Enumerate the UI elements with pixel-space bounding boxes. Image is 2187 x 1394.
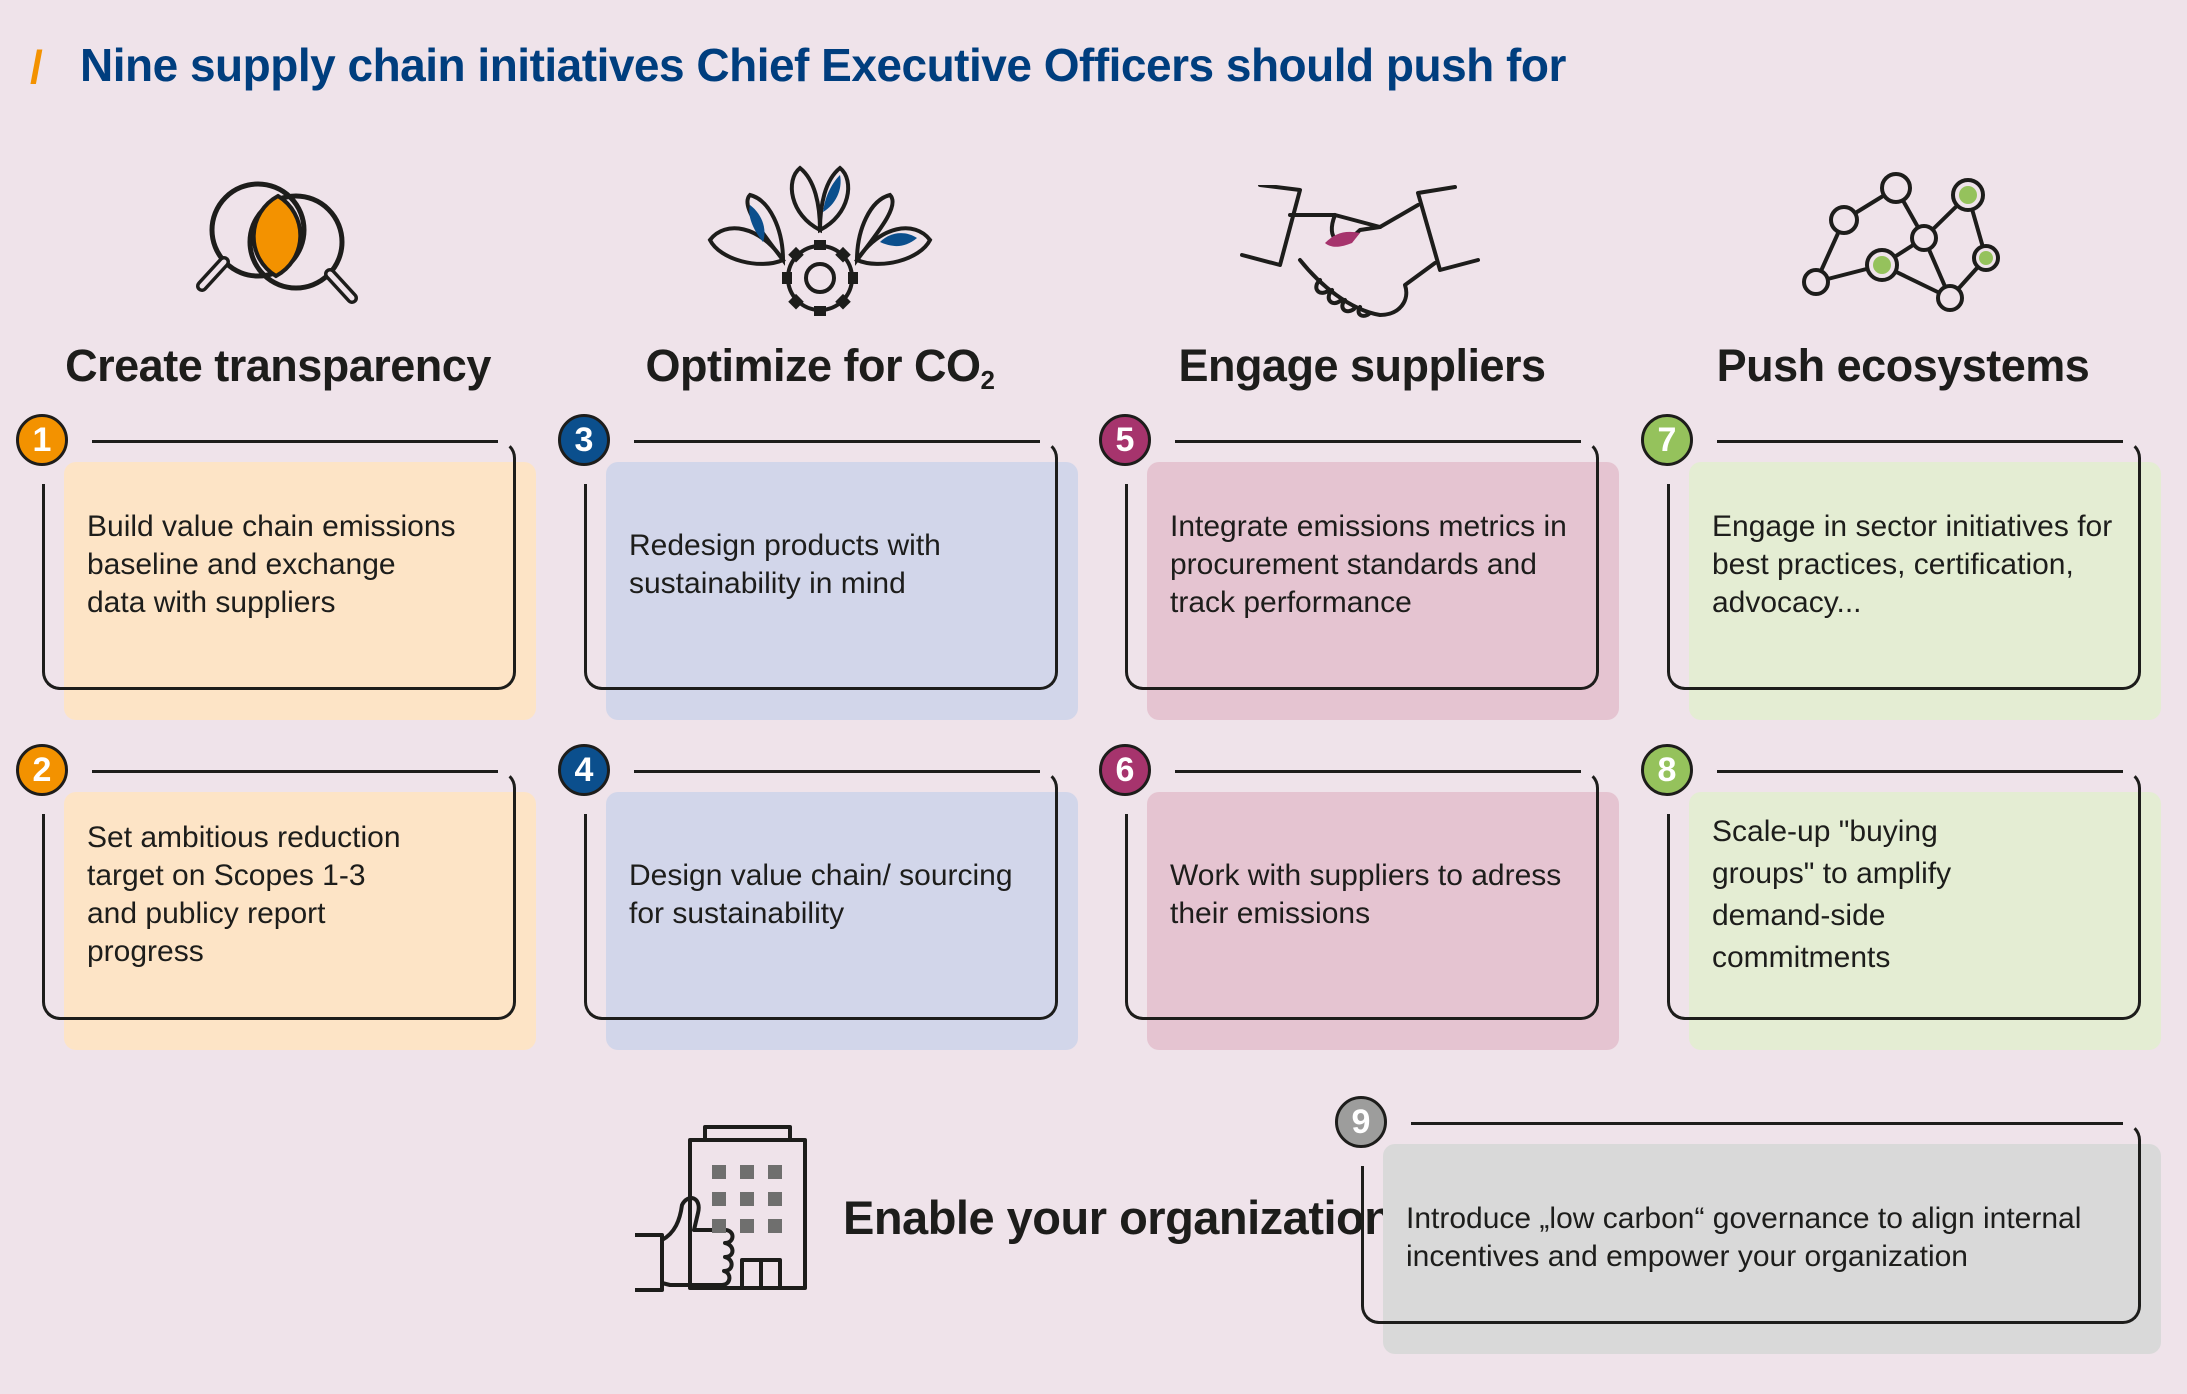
card-outline [92, 440, 498, 443]
card-outline [1175, 440, 1581, 443]
card-outline [1717, 770, 2123, 773]
number-badge: 3 [558, 414, 610, 466]
card-outline [1125, 814, 1128, 1002]
card-outline [584, 484, 587, 672]
magnifier-icon [196, 181, 358, 304]
heading-optimize-co2: Optimize for CO2 [550, 340, 1090, 396]
handshake-icon [1240, 185, 1480, 318]
card-outline [1125, 440, 1599, 690]
card-outline [1667, 770, 2141, 1020]
heading-subscript: 2 [980, 365, 995, 395]
card-outline [1361, 1122, 2141, 1324]
card-outline [1667, 440, 2141, 690]
initiative-text: Design value chain/ sourcing for sustain… [629, 859, 1013, 930]
heading-text: Optimize for CO [645, 340, 982, 391]
heading-push-ecosystems: Push ecosystems [1633, 340, 2173, 392]
initiative-text: Scale-up "buying groups" to amplify dema… [1712, 815, 1952, 974]
card-fill [64, 462, 536, 720]
card-outline [1717, 440, 2123, 443]
network-icon [1802, 172, 2000, 312]
card-outline [42, 997, 65, 1020]
card-outline [1125, 667, 1148, 690]
initiative-card-2: 2 Set ambitious reduction target on Scop… [16, 744, 536, 1050]
initiative-text: Set ambitious reduction target on Scopes… [87, 821, 401, 968]
initiative-card-3: 3 Redesign products with sustainability … [558, 414, 1078, 720]
initiative-text: Introduce „low carbon“ governance to ali… [1406, 1202, 2082, 1273]
heading-text: Engage suppliers [1178, 340, 1546, 391]
card-fill [1147, 792, 1619, 1050]
page-title: Nine supply chain initiatives Chief Exec… [80, 39, 1566, 91]
heading-text: Create transparency [65, 340, 491, 391]
card-fill [1383, 1144, 2161, 1354]
initiative-text: Integrate emissions metrics in procureme… [1170, 510, 1567, 619]
number-badge: 5 [1099, 414, 1151, 466]
card-outline [634, 770, 1040, 773]
initiative-card-6: 6 Work with suppliers to adress their em… [1099, 744, 1619, 1050]
card-fill [1147, 462, 1619, 720]
card-outline [1125, 997, 1148, 1020]
initiative-card-8: 8 Scale-up "buying groups" to amplify de… [1641, 744, 2161, 1050]
card-outline [42, 770, 516, 1020]
number-badge: 9 [1335, 1096, 1387, 1148]
card-outline [1361, 1301, 1384, 1324]
card-outline [42, 814, 45, 1002]
initiative-text: Work with suppliers to adress their emis… [1170, 859, 1562, 930]
card-outline [92, 770, 498, 773]
initiative-card-4: 4 Design value chain/ sourcing for susta… [558, 744, 1078, 1050]
card-outline [584, 997, 607, 1020]
heading-text: Push ecosystems [1716, 340, 2090, 391]
card-fill [1689, 462, 2161, 720]
card-outline [584, 770, 1058, 1020]
card-outline [634, 440, 1040, 443]
number-badge: 4 [558, 744, 610, 796]
initiative-text: Build value chain emissions baseline and… [87, 510, 456, 619]
card-outline [1361, 1166, 1364, 1306]
card-outline [1667, 997, 1690, 1020]
initiative-card-5: 5 Integrate emissions metrics in procure… [1099, 414, 1619, 720]
card-outline [584, 814, 587, 1002]
title-marker: / [30, 41, 43, 93]
card-outline [1411, 1122, 2123, 1125]
gear-leaves-icon [707, 165, 933, 316]
card-fill [1689, 792, 2161, 1050]
number-badge: 1 [16, 414, 68, 466]
number-badge: 6 [1099, 744, 1151, 796]
card-fill [606, 792, 1078, 1050]
card-fill [606, 462, 1078, 720]
number-badge: 2 [16, 744, 68, 796]
initiative-card-7: 7 Engage in sector initiatives for best … [1641, 414, 2161, 720]
number-badge: 7 [1641, 414, 1693, 466]
card-outline [42, 440, 516, 690]
card-outline [42, 484, 45, 672]
heading-create-transparency: Create transparency [8, 340, 548, 392]
card-outline [1667, 667, 1690, 690]
card-outline [1125, 770, 1599, 1020]
card-fill [64, 792, 536, 1050]
card-outline [1667, 814, 1670, 1002]
card-outline [1667, 484, 1670, 672]
card-outline [584, 440, 1058, 690]
number-badge: 8 [1641, 744, 1693, 796]
initiative-text: Redesign products with sustainability in… [629, 529, 941, 600]
card-outline [1125, 484, 1128, 672]
card-outline [584, 667, 607, 690]
card-outline [42, 667, 65, 690]
initiative-text: Engage in sector initiatives for best pr… [1712, 510, 2113, 619]
initiative-card-1: 1 Build value chain emissions baseline a… [16, 414, 536, 720]
building-thumbs-up-icon [635, 1125, 807, 1292]
initiative-card-9: 9 Introduce „low carbon“ governance to a… [1335, 1096, 2161, 1354]
card-outline [1175, 770, 1581, 773]
heading-enable-organization: Enable your organization [843, 1191, 1393, 1244]
heading-engage-suppliers: Engage suppliers [1092, 340, 1632, 392]
